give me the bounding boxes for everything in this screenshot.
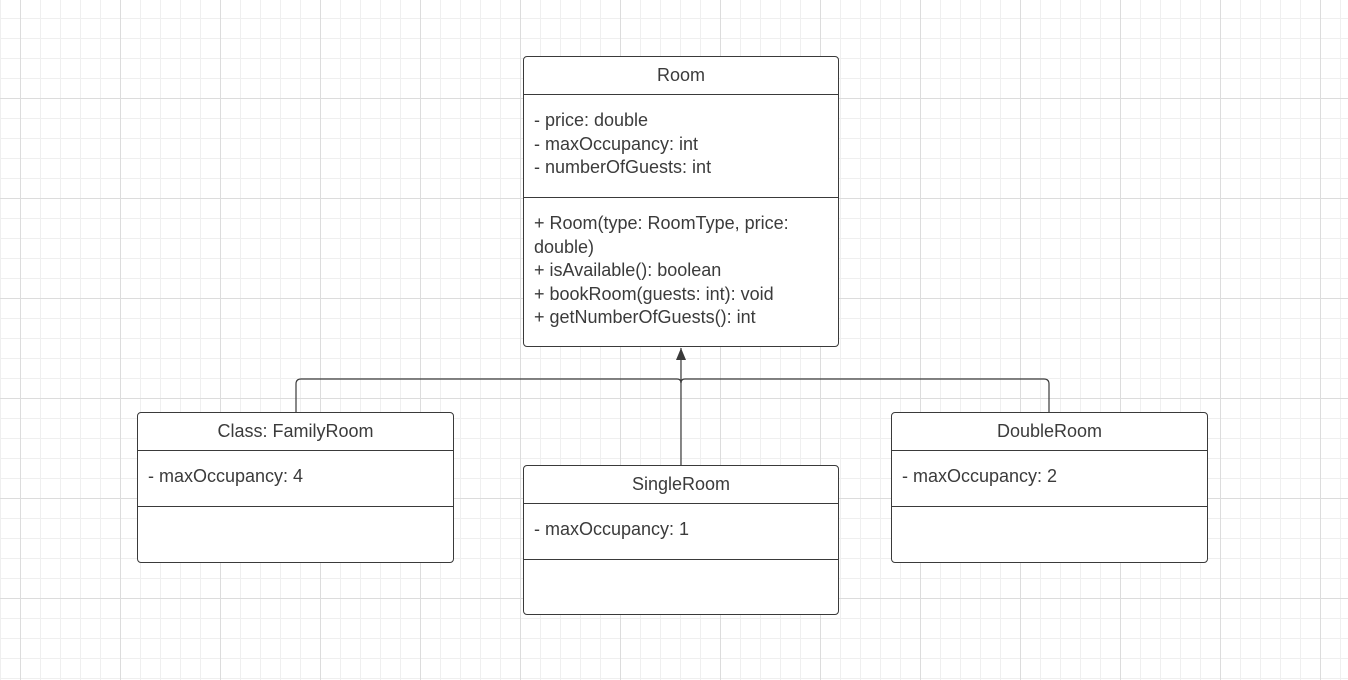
attribute: - numberOfGuests: int [534,157,712,177]
class-room[interactable]: Room - price: double - maxOccupancy: int… [523,56,839,347]
class-doubleroom-attributes: - maxOccupancy: 2 [892,451,1207,507]
class-singleroom-attributes: - maxOccupancy: 1 [524,504,838,560]
class-doubleroom-operations [892,507,1207,521]
attribute: - maxOccupancy: 4 [148,466,304,486]
class-familyroom-name: Class: FamilyRoom [138,413,453,451]
class-singleroom-name: SingleRoom [524,466,838,504]
class-singleroom-operations [524,560,838,574]
attribute: - maxOccupancy: 1 [534,519,690,539]
attribute: - price: double [534,110,649,130]
attribute: - maxOccupancy: int [534,133,699,154]
class-doubleroom-name: DoubleRoom [892,413,1207,451]
class-familyroom-attributes: - maxOccupancy: 4 [138,451,453,507]
class-familyroom-operations [138,507,453,521]
class-familyroom[interactable]: Class: FamilyRoom - maxOccupancy: 4 [137,412,454,563]
attribute: - maxOccupancy: 2 [902,466,1058,486]
class-doubleroom[interactable]: DoubleRoom - maxOccupancy: 2 [891,412,1208,563]
operation: + Room(type: RoomType, price: double) [534,213,789,257]
operation: + isAvailable(): boolean [534,260,722,280]
class-room-operations: + Room(type: RoomType, price: double) + … [524,198,838,330]
class-room-name: Room [524,57,838,95]
operation: + bookRoom(guests: int): void [534,283,774,304]
operation: + getNumberOfGuests(): int [534,307,756,327]
connector-familyroom-to-room[interactable] [295,378,682,412]
class-room-attributes: - price: double - maxOccupancy: int - nu… [524,95,838,198]
connector-doubleroom-to-room[interactable] [680,378,1050,412]
class-singleroom[interactable]: SingleRoom - maxOccupancy: 1 [523,465,839,615]
